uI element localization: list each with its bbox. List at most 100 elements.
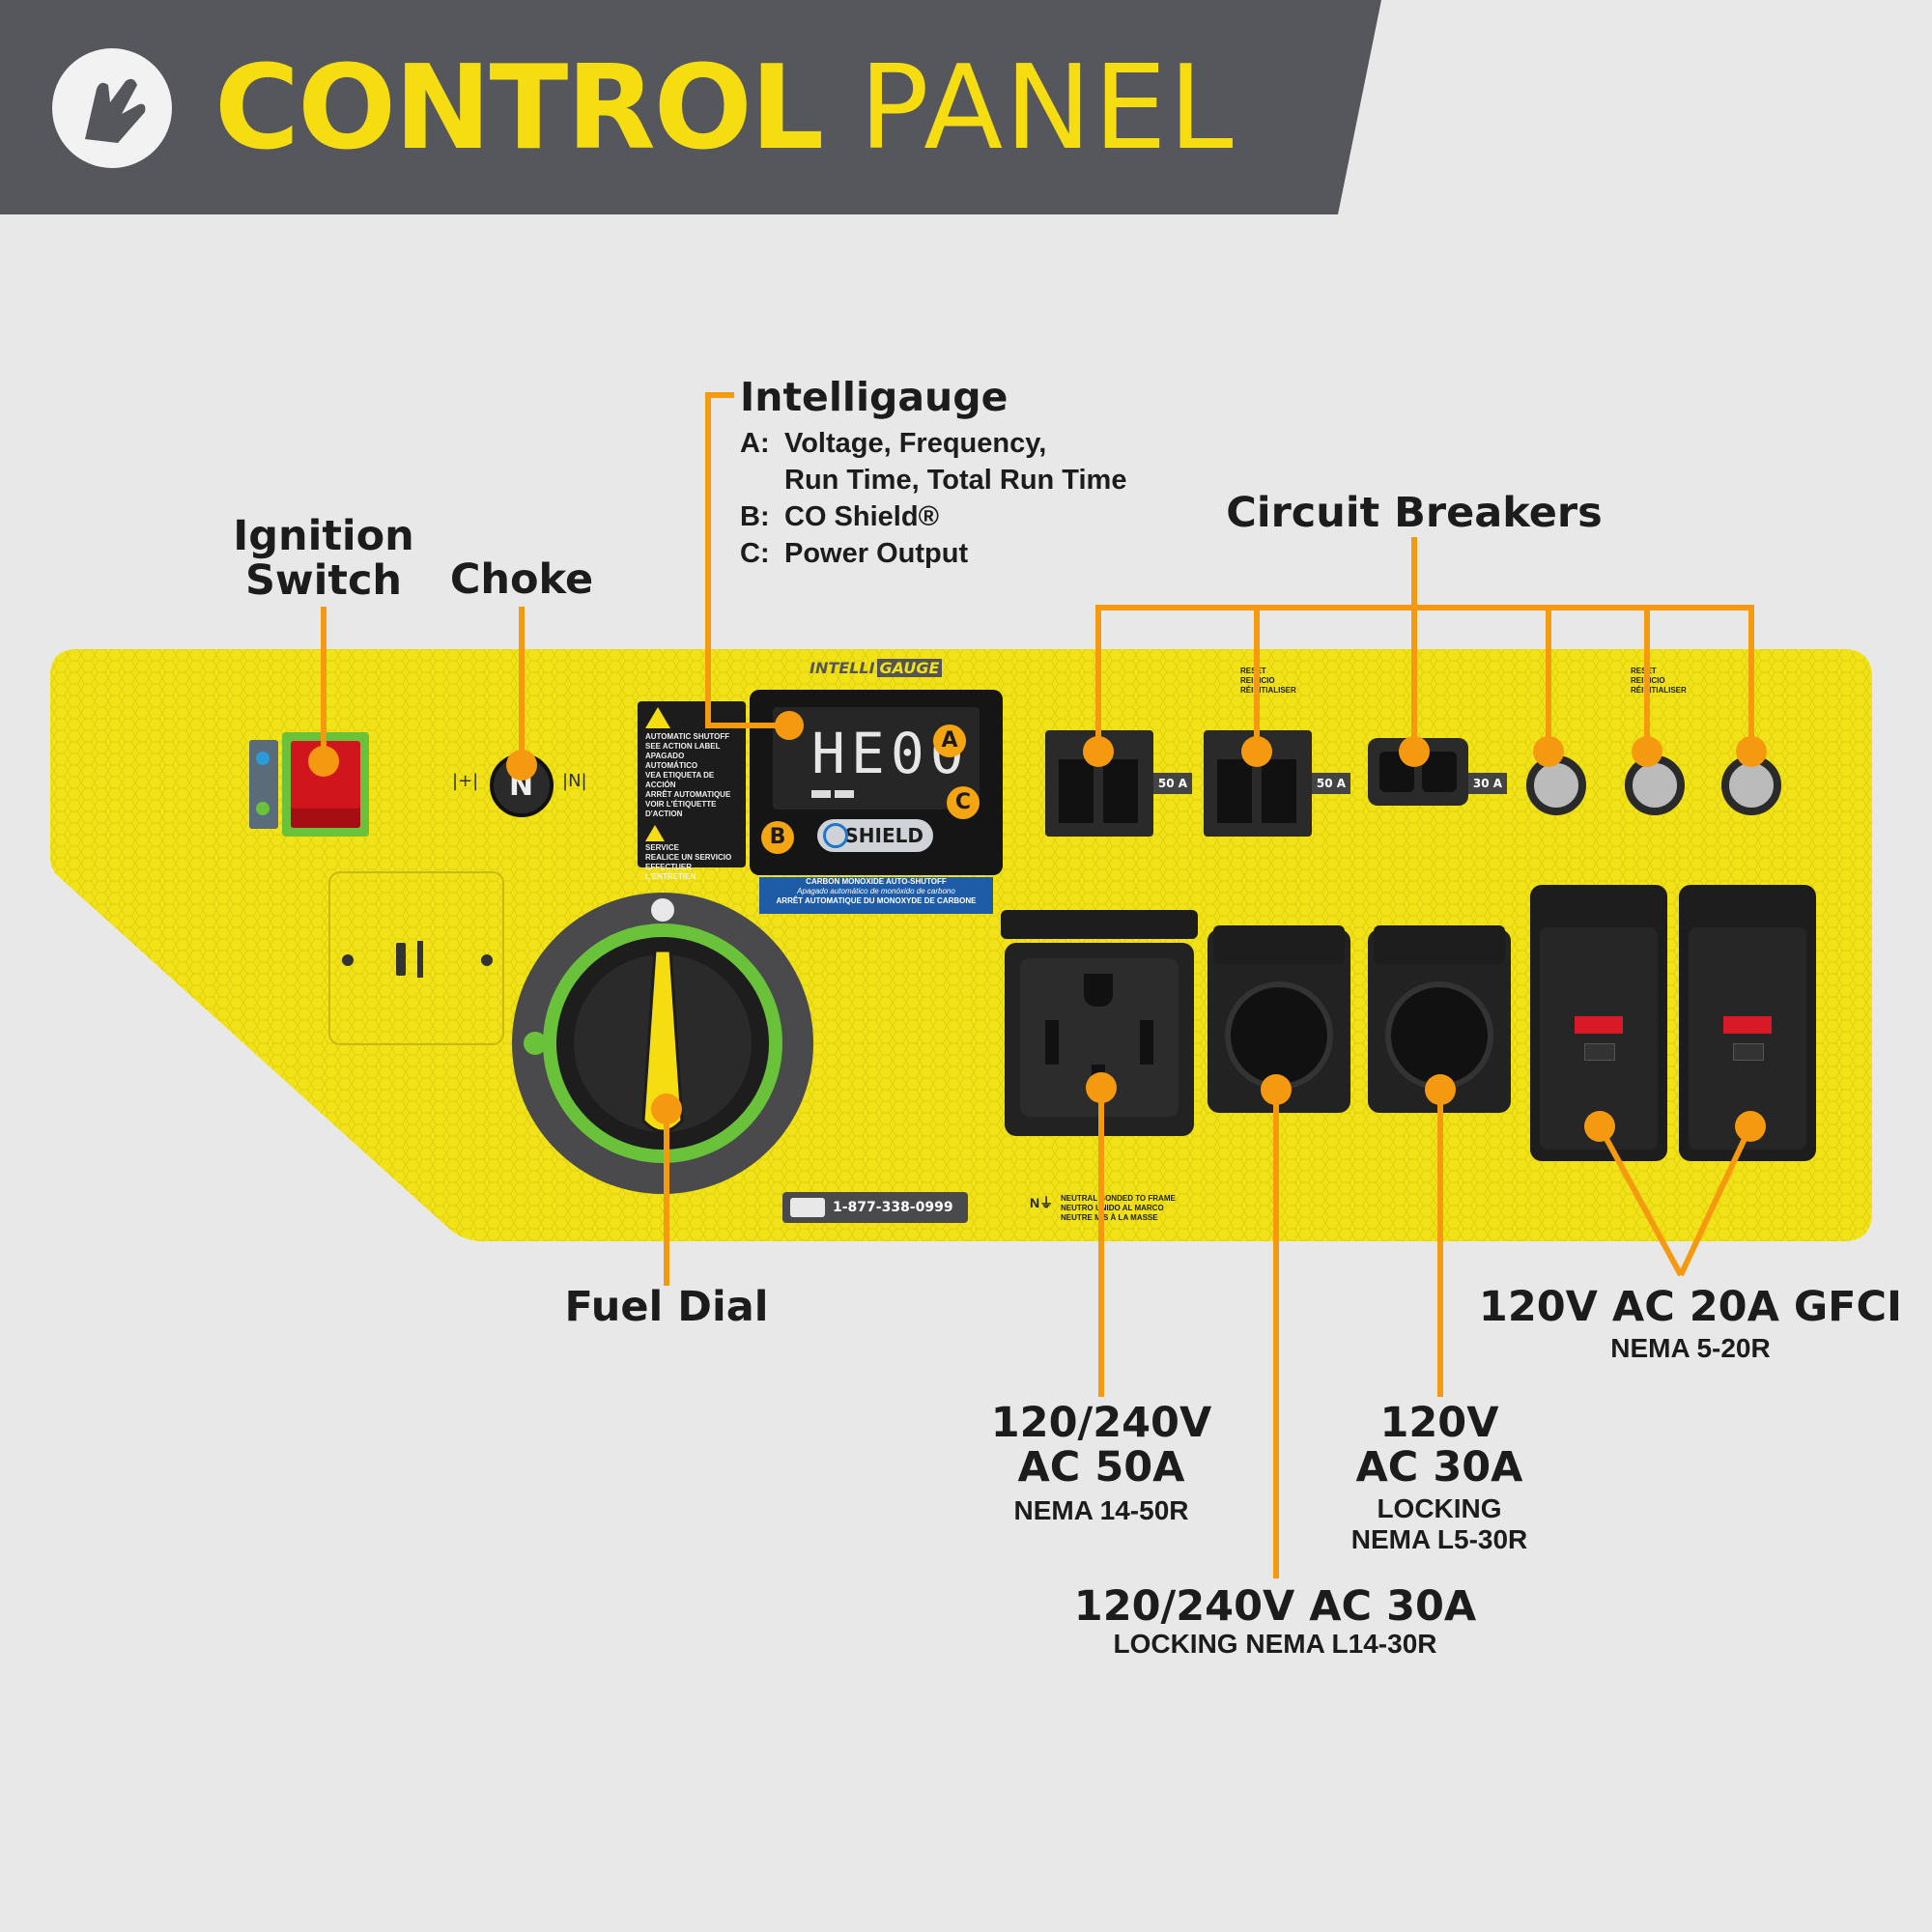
- outlet-l5-line1: 120V: [1379, 1399, 1499, 1447]
- gfci-reset-button[interactable]: [1733, 1043, 1764, 1061]
- callout-dot-gfci-1: [1584, 1111, 1615, 1142]
- service-text-1: SERVICE: [645, 843, 679, 852]
- reset-label-1: RESET REINICIO RÉINITIALISER: [1240, 667, 1296, 696]
- page-title: CONTROL PANEL: [214, 46, 1236, 172]
- callout-dot-cb-6: [1736, 736, 1767, 767]
- co-banner-1: CARBON MONOXIDE AUTO-SHUTOFF: [806, 877, 947, 886]
- callout-line-cb-4: [1546, 605, 1551, 750]
- spark-plug-icon: [396, 943, 406, 976]
- coshield-text: SHIELD: [844, 824, 923, 847]
- start-icon: [256, 802, 270, 815]
- callout-dot-gfci-2: [1735, 1111, 1766, 1142]
- outlet-14-50r[interactable]: [1001, 910, 1198, 1136]
- phone-tag: 1-877-338-0999: [782, 1192, 968, 1223]
- reset-1-en: RESET: [1240, 667, 1296, 676]
- co-banner-3: ARRÊT AUTOMATIQUE DU MONOXYDE DE CARBONE: [776, 896, 977, 905]
- ig-text-a2: Run Time, Total Run Time: [784, 465, 1127, 496]
- outlet-l5-label: 120V AC 30A LOCKING NEMA L5-30R: [1294, 1401, 1584, 1555]
- callout-dot-ig: [775, 711, 804, 740]
- shutoff-text-3: APAGADO AUTOMÁTICO: [645, 752, 698, 770]
- callout-dot-choke: [506, 750, 537, 781]
- fuel-dial[interactable]: [510, 891, 815, 1196]
- reset-1-fr: RÉINITIALISER: [1240, 686, 1296, 695]
- outlet-l14-30r[interactable]: [1208, 925, 1350, 1113]
- callout-dot-l14: [1261, 1074, 1292, 1105]
- choke-run-icon: |+|: [452, 771, 479, 791]
- ground-icon: N⏚: [1030, 1195, 1054, 1210]
- choke-start-icon: |N|: [562, 771, 587, 791]
- shutoff-text-1: AUTOMATIC SHUTOFF: [645, 732, 730, 741]
- service-text-3: EFFECTUER L'ENTRETIEN: [645, 863, 696, 881]
- outlet-gfci-line1: 120V AC 20A GFCI: [1478, 1283, 1903, 1331]
- callout-line-cb-h: [1095, 605, 1754, 611]
- breaker-rating-2: 50 A: [1312, 773, 1350, 794]
- ig-text-b: CO Shield®: [784, 501, 939, 532]
- callout-line-50a: [1098, 1088, 1104, 1397]
- callout-line-l14: [1273, 1090, 1279, 1578]
- neutral-es: NEUTRO UNIDO AL MARCO: [1061, 1204, 1164, 1212]
- gfci-reset-button[interactable]: [1584, 1043, 1615, 1061]
- callout-dot-cb-3: [1399, 736, 1430, 767]
- outlet-l14-label: 120/240V AC 30A LOCKING NEMA L14-30R: [1034, 1584, 1517, 1660]
- callout-dot-cb-2: [1241, 736, 1272, 767]
- marker-b: B: [761, 821, 794, 854]
- outlet-l5-30r[interactable]: [1368, 925, 1511, 1113]
- outlet-50a-label: 120/240V AC 50A NEMA 14-50R: [956, 1401, 1246, 1526]
- outlet-50a-line1: 120/240V: [990, 1399, 1212, 1447]
- callout-line-cb-v: [1411, 537, 1417, 748]
- callout-dot-ignition: [308, 746, 339, 777]
- circuit-breakers-label: Circuit Breakers: [1226, 489, 1603, 537]
- reset-2-es: REINICIO: [1631, 676, 1687, 686]
- callout-line-cb-2: [1254, 605, 1260, 750]
- co-circle-icon: [823, 823, 848, 848]
- callout-line-ig-h: [705, 392, 734, 398]
- shutoff-text-5: ARRÊT AUTOMATIQUE: [645, 790, 731, 799]
- reset-2-fr: RÉINITIALISER: [1631, 686, 1687, 695]
- outlet-l14-sub: LOCKING NEMA L14-30R: [1113, 1629, 1437, 1659]
- gfci-test-button[interactable]: [1575, 1016, 1623, 1034]
- callout-dot-cb-1: [1083, 736, 1114, 767]
- outlet-l5-sub2: NEMA L5-30R: [1350, 1524, 1528, 1554]
- ignition-switch[interactable]: [249, 732, 370, 837]
- callout-line-cb-1: [1095, 605, 1101, 750]
- callout-line-ig-v: [705, 392, 711, 726]
- callout-line-fuel: [664, 1106, 669, 1286]
- ignition-switch-label: Ignition Switch: [213, 514, 435, 603]
- ig-key-c: C:: [740, 538, 770, 569]
- co-banner-2: Apagado automático de monóxido de carbon…: [797, 887, 955, 895]
- intelligauge-title: Intelligauge: [740, 374, 1009, 420]
- header-band: [0, 0, 1381, 214]
- outlet-gfci-2[interactable]: [1679, 885, 1816, 1161]
- fuel-dial-label: Fuel Dial: [564, 1283, 769, 1331]
- reset-label-2: RESET REINICIO RÉINITIALISER: [1631, 667, 1687, 696]
- gfci-test-button[interactable]: [1723, 1016, 1772, 1034]
- breaker-rating-3: 30 A: [1468, 773, 1507, 794]
- ig-text-a: Voltage, Frequency,: [784, 428, 1047, 459]
- service-warning-icon: [645, 825, 665, 841]
- reset-button-2[interactable]: [1625, 755, 1685, 815]
- callout-dot-cb-5: [1632, 736, 1662, 767]
- callout-dot-50a: [1086, 1072, 1117, 1103]
- service-text-2: REALICE UN SERVICIO: [645, 853, 732, 862]
- callout-line-l5: [1437, 1090, 1443, 1397]
- logo-gauge: GAUGE: [876, 659, 943, 677]
- outlet-gfci-1[interactable]: [1530, 885, 1667, 1161]
- title-light: PANEL: [859, 42, 1236, 176]
- callout-line-cb-5: [1644, 605, 1650, 750]
- callout-line-cb-6: [1748, 605, 1754, 750]
- intelligauge-callout: Intelligauge A:Voltage, Frequency, Run T…: [740, 373, 1146, 572]
- outlet-gfci-sub: NEMA 5-20R: [1610, 1333, 1771, 1363]
- power-icon: [256, 752, 270, 765]
- neutral-fr: NEUTRE MIS À LA MASSE: [1061, 1213, 1158, 1222]
- maintenance-cover[interactable]: [328, 871, 504, 1045]
- co-banner: CARBON MONOXIDE AUTO-SHUTOFF Apagado aut…: [759, 877, 993, 914]
- breaker-rating-1: 50 A: [1153, 773, 1192, 794]
- hand-pointer-icon: [52, 48, 172, 168]
- shutoff-text-2: SEE ACTION LABEL: [645, 742, 721, 751]
- title-bold: CONTROL: [214, 42, 824, 176]
- wrench-icon: [417, 941, 423, 978]
- ignition-line-2: Switch: [244, 556, 403, 605]
- choke-label: Choke: [449, 555, 594, 604]
- outlet-50a-line2: AC 50A: [1017, 1443, 1185, 1492]
